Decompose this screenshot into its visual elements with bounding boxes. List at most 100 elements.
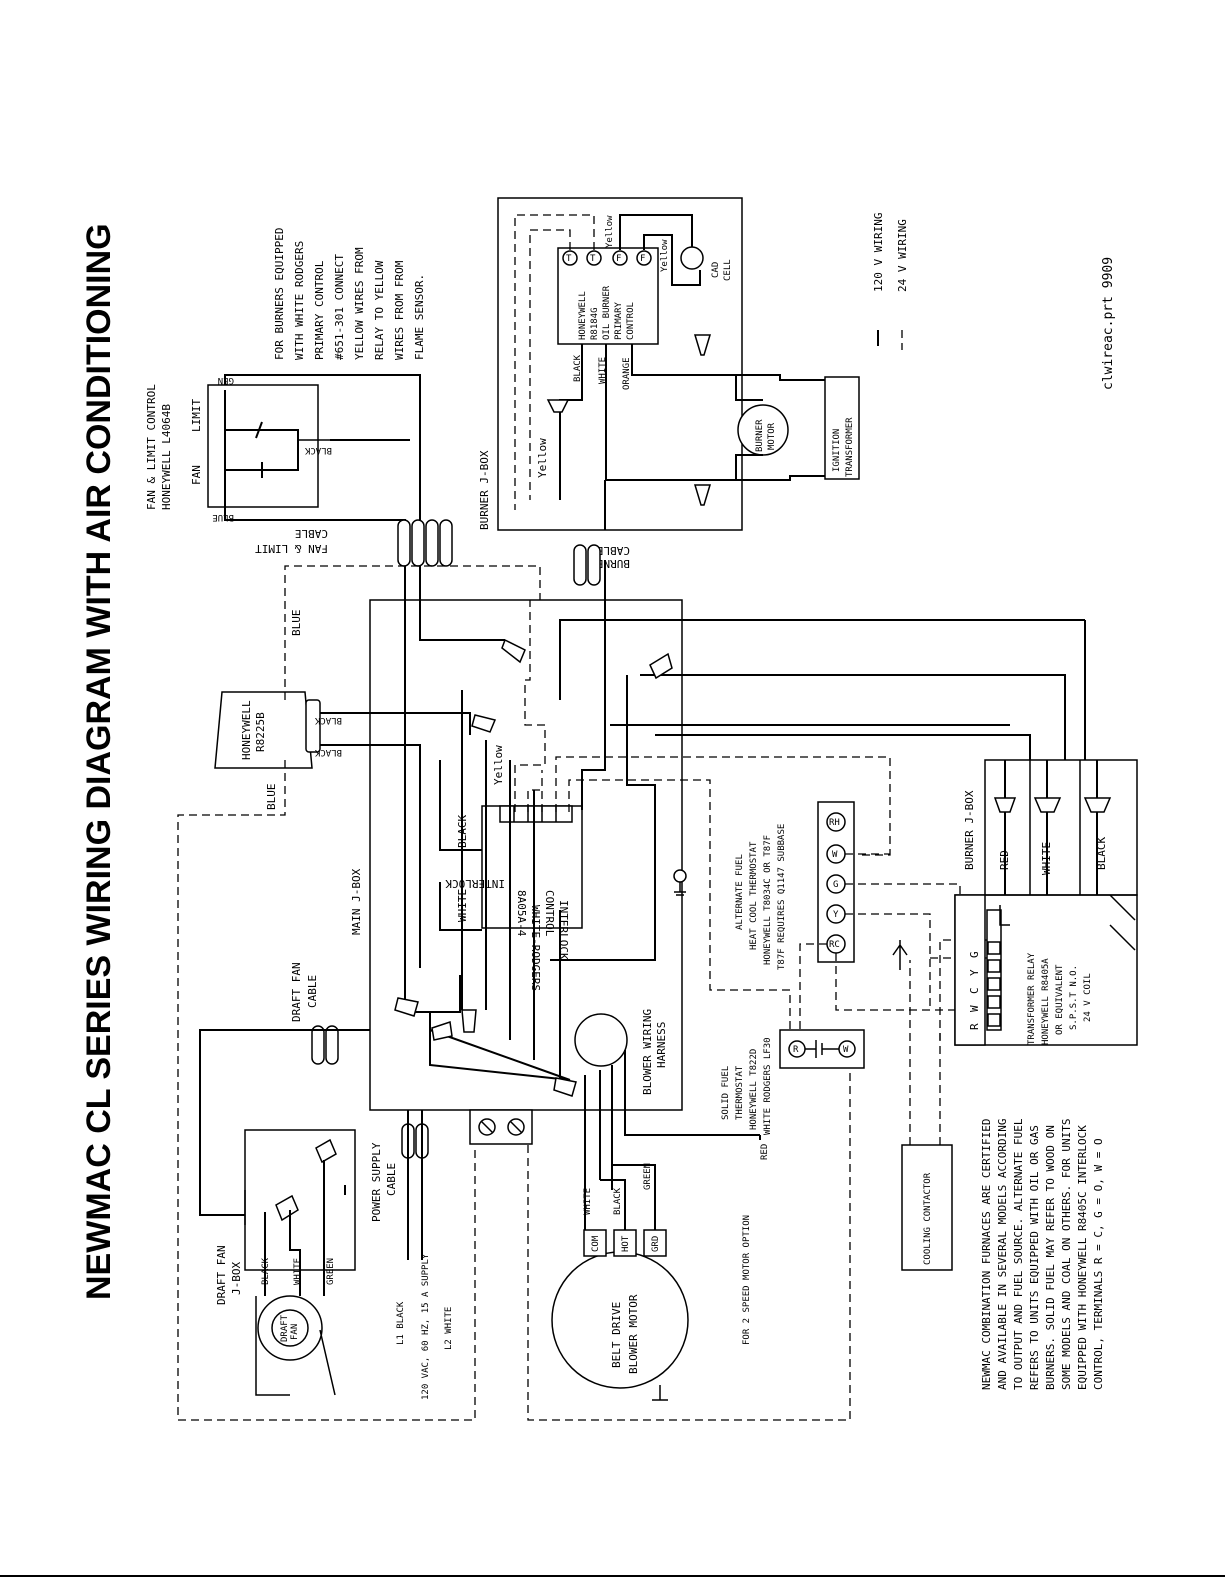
svg-text:OIL BURNER: OIL BURNER xyxy=(602,285,612,340)
legend-solid-label: 120 V WIRING xyxy=(872,213,885,292)
svg-text:WIRES FROM FROM: WIRES FROM FROM xyxy=(393,260,406,360)
svg-text:GREEN: GREEN xyxy=(643,1163,653,1190)
svg-text:BLACK: BLACK xyxy=(314,747,342,757)
svg-text:T: T xyxy=(590,254,596,264)
svg-text:YELLOW WIRES FROM: YELLOW WIRES FROM xyxy=(353,247,366,360)
svg-text:BLUE: BLUE xyxy=(265,784,278,811)
alternate-fuel-thermostat: ALTERNATE FUEL HEAT COOL THERMOSTAT HONE… xyxy=(735,801,855,970)
svg-text:HONEYWELL T8034C OR T87F: HONEYWELL T8034C OR T87F xyxy=(763,835,773,965)
solid-fuel-thermostat: SOLID FUEL THERMOSTAT HONEYWELL T822D WH… xyxy=(721,1029,865,1135)
svg-text:FAN: FAN xyxy=(290,1324,300,1340)
svg-text:W: W xyxy=(843,1045,849,1055)
svg-text:BLUE: BLUE xyxy=(290,610,303,637)
svg-text:BLACK: BLACK xyxy=(573,354,583,382)
svg-text:PRIMARY: PRIMARY xyxy=(614,301,624,340)
svg-text:S.P.S.T N.O.: S.P.S.T N.O. xyxy=(1069,965,1079,1030)
svg-text:W: W xyxy=(968,1005,981,1012)
svg-text:G: G xyxy=(968,951,981,958)
svg-text:HONEYWELL R8405A: HONEYWELL R8405A xyxy=(1041,958,1051,1045)
svg-text:FLAME SENSOR.: FLAME SENSOR. xyxy=(413,274,426,360)
svg-text:CABLE: CABLE xyxy=(597,544,630,557)
r8225b-24v-wires xyxy=(177,565,541,1421)
svg-text:POWER SUPPLY: POWER SUPPLY xyxy=(370,1142,383,1222)
svg-text:R: R xyxy=(968,1023,981,1030)
honeywell-r8225b-relay: HONEYWELL R8225B BLACK BLACK BLUE BLUE xyxy=(214,610,342,811)
svg-text:HONEYWELL L4064B: HONEYWELL L4064B xyxy=(160,404,173,510)
svg-text:EQUIPPED WITH HONEYWELL R8405C: EQUIPPED WITH HONEYWELL R8405C INTERLOCK xyxy=(1076,1125,1089,1390)
svg-text:Y: Y xyxy=(968,969,981,976)
fan-limit-cable-coils xyxy=(397,519,453,567)
svg-text:F: F xyxy=(640,254,645,264)
svg-text:PRIMARY CONTROL: PRIMARY CONTROL xyxy=(313,260,326,360)
svg-text:HOT: HOT xyxy=(621,1235,631,1252)
blower-dashed-loop xyxy=(527,1060,851,1421)
svg-text:Y: Y xyxy=(833,910,839,920)
svg-text:CONTROL: CONTROL xyxy=(626,302,636,340)
footnote: NEWMAC COMBINATION FURNACES ARE CERTIFIE… xyxy=(980,1118,1105,1390)
svg-text:Yellow: Yellow xyxy=(536,438,549,478)
svg-text:RC: RC xyxy=(829,940,840,950)
svg-text:BLACK: BLACK xyxy=(613,1187,623,1215)
svg-text:REFERS TO UNITS EQUIPPED WITH: REFERS TO UNITS EQUIPPED WITH OIL OR GAS xyxy=(1028,1125,1041,1390)
svg-text:NEWMAC COMBINATION FURNACES AR: NEWMAC COMBINATION FURNACES ARE CERTIFIE… xyxy=(980,1118,993,1390)
svg-text:RELAY TO YELLOW: RELAY TO YELLOW xyxy=(373,260,386,360)
blower-harness-plug xyxy=(574,1013,628,1067)
svg-text:DRAFT FAN: DRAFT FAN xyxy=(290,962,303,1022)
svg-text:ALTERNATE FUEL: ALTERNATE FUEL xyxy=(735,854,745,930)
file-reference: clwireac.prt 9909 xyxy=(1101,257,1116,390)
ignition-transformer xyxy=(824,376,860,480)
burner-jbox-right: BURNER J-BOX RED WHITE BLACK xyxy=(963,759,1138,896)
svg-text:FAN & LIMIT: FAN & LIMIT xyxy=(255,542,328,555)
svg-text:CABLE: CABLE xyxy=(295,527,328,540)
legend-dashed-label: 24 V WIRING xyxy=(896,219,909,292)
svg-text:BURNER J-BOX: BURNER J-BOX xyxy=(963,790,976,870)
svg-text:BLOWER WIRING: BLOWER WIRING xyxy=(641,1009,654,1095)
svg-text:HONEYWELL: HONEYWELL xyxy=(240,700,253,760)
svg-text:CAD: CAD xyxy=(711,262,721,278)
svg-text:120 VAC, 60 HZ, 15 A SUPPLY: 120 VAC, 60 HZ, 15 A SUPPLY xyxy=(421,1253,431,1400)
svg-text:G: G xyxy=(833,880,838,890)
svg-text:CONTROL, TERMINALS R = C, G =: CONTROL, TERMINALS R = C, G = O, W = O xyxy=(1092,1138,1105,1390)
svg-text:SOLID FUEL: SOLID FUEL xyxy=(721,1066,731,1120)
svg-text:BURNERS. SOLID FUEL MAY REFER: BURNERS. SOLID FUEL MAY REFER TO WOOD ON xyxy=(1044,1125,1057,1390)
svg-text:HONEYWELL: HONEYWELL xyxy=(578,291,588,340)
burner-jbox-top: BURNER J-BOX HONEYWELL R8184G OIL BURNER… xyxy=(478,197,860,570)
svg-text:W: W xyxy=(832,850,838,860)
cooling-contactor: COOLING CONTACTOR xyxy=(901,1144,953,1271)
svg-text:WHITE: WHITE xyxy=(293,1258,303,1285)
svg-text:WHITE: WHITE xyxy=(583,1188,593,1215)
svg-text:BURNER: BURNER xyxy=(755,419,765,452)
ground-symbol-main xyxy=(673,869,687,896)
burner-note: FOR BURNERS EQUIPPED WITH WHITE RODGERS … xyxy=(273,228,426,360)
svg-text:24 V COIL: 24 V COIL xyxy=(1083,973,1093,1022)
svg-text:CELL: CELL xyxy=(723,259,733,281)
svg-text:BLUE: BLUE xyxy=(212,512,234,522)
burner-cable-coils xyxy=(573,544,601,586)
svg-text:F: F xyxy=(616,254,621,264)
svg-text:FOR BURNERS EQUIPPED: FOR BURNERS EQUIPPED xyxy=(273,228,286,360)
svg-text:R: R xyxy=(793,1045,799,1055)
svg-text:INTERLOCK: INTERLOCK xyxy=(557,900,570,960)
svg-text:MAIN J-BOX: MAIN J-BOX xyxy=(350,868,363,935)
svg-text:TRANSFORMER RELAY: TRANSFORMER RELAY xyxy=(1027,952,1037,1045)
svg-text:AND AVAILABLE IN SEVERAL MODEL: AND AVAILABLE IN SEVERAL MODELS ACCORDIN… xyxy=(996,1118,1009,1390)
svg-text:CABLE: CABLE xyxy=(385,1163,398,1196)
svg-text:INTERLOCK: INTERLOCK xyxy=(445,877,505,890)
svg-text:COOLING CONTACTOR: COOLING CONTACTOR xyxy=(923,1172,933,1265)
svg-text:WHITE RODGERS LF30: WHITE RODGERS LF30 xyxy=(763,1037,773,1135)
svg-text:FOR 2 SPEED MOTOR OPTION: FOR 2 SPEED MOTOR OPTION xyxy=(742,1215,752,1345)
svg-text:Yellow: Yellow xyxy=(660,239,670,272)
svg-text:HONEYWELL T822D: HONEYWELL T822D xyxy=(749,1049,759,1130)
svg-text:WITH WHITE RODGERS: WITH WHITE RODGERS xyxy=(293,241,306,360)
cad-cell xyxy=(680,246,704,270)
power-supply: POWER SUPPLY CABLE L1 BLACK 120 VAC, 60 … xyxy=(370,1109,533,1400)
svg-text:THERMOSTAT: THERMOSTAT xyxy=(735,1065,745,1120)
svg-text:HEAT COOL THERMOSTAT: HEAT COOL THERMOSTAT xyxy=(749,841,759,950)
relay-terminal-strip: R W C Y G xyxy=(968,909,1002,1031)
svg-text:R8225B: R8225B xyxy=(254,712,267,752)
svg-text:C: C xyxy=(968,987,981,994)
svg-text:L1 BLACK: L1 BLACK xyxy=(396,1301,406,1345)
svg-text:GRD: GRD xyxy=(651,1236,661,1252)
svg-text:8A05A-4: 8A05A-4 xyxy=(515,890,528,937)
